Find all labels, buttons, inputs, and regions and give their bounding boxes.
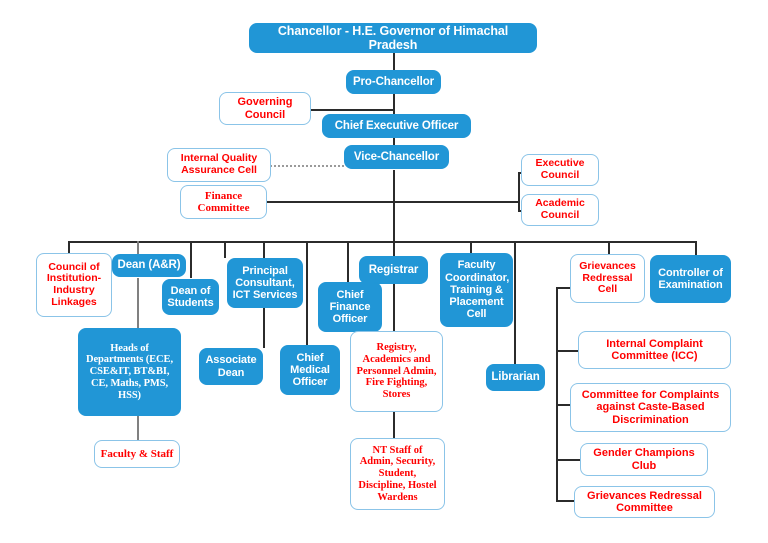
node-chancellor[interactable]: Chancellor - H.E. Governor of Himachal P… [249,23,537,53]
node-librarian-label: Librarian [491,371,540,384]
node-gender-champions-club-label: Gender Champions Club [593,447,695,472]
node-chief-medical-officer-label: Chief Medical Officer [290,351,330,389]
connector-chancellor-prochancellor [393,52,395,72]
node-internal-complaint-committee-label: Internal Complaint Committee (ICC) [606,337,703,362]
node-registry-admin[interactable]: Registry, Academics and Personnel Admin,… [350,331,443,412]
node-chief-finance-officer-label: Chief Finance Officer [329,288,371,326]
connector-registry-ntstaff [393,412,395,438]
node-associate-dean[interactable]: Associate Dean [199,348,263,385]
node-iqac[interactable]: Internal Quality Assurance Cell [167,148,271,182]
node-vice-chancellor-label: Vice-Chancellor [353,150,440,163]
node-pro-chancellor-label: Pro-Chancellor [352,75,435,88]
connector-vc-trunk [393,170,395,242]
node-committee-caste[interactable]: Committee for Complaints against Caste-B… [570,383,731,432]
node-finance-committee-label: Finance Committee [197,189,250,214]
node-gender-champions-club[interactable]: Gender Champions Club [580,443,708,476]
connector-grievance-to-cell [556,287,574,289]
connector-iqac-dotted [270,165,344,167]
connector-prochancellor-ceo [393,93,395,114]
node-dean-students-label: Dean of Students [167,284,214,309]
node-grievances-redressal-committee[interactable]: Grievances Redressal Committee [574,486,715,518]
connector-finance-bus [266,201,520,203]
node-grievances-redressal-cell[interactable]: Grievances Redressal Cell [570,254,645,303]
node-dean-ar[interactable]: Dean (A&R) [112,254,186,277]
node-faculty-staff[interactable]: Faculty & Staff [94,440,180,468]
drop-controller-examination [695,241,697,255]
node-iqac-label: Internal Quality Assurance Cell [180,152,258,176]
drop-grievances-cell [608,241,610,254]
node-finance-committee[interactable]: Finance Committee [180,185,267,219]
node-pro-chancellor[interactable]: Pro-Chancellor [346,70,441,94]
drop-chief-finance-officer [347,241,349,282]
node-faculty-coordinator-label: Faculty Coordinator, Training & Placemen… [445,259,510,321]
node-chief-finance-officer[interactable]: Chief Finance Officer [318,282,382,332]
node-principal-consultant-label: Principal Consultant, ICT Services [232,264,298,302]
node-chancellor-label: Chancellor - H.E. Governor of Himachal P… [277,24,509,52]
drop-council-institution [68,241,70,253]
node-registry-admin-label: Registry, Academics and Personnel Admin,… [356,342,437,401]
node-internal-complaint-committee[interactable]: Internal Complaint Committee (ICC) [578,331,731,369]
node-council-institution-industry-label: Council of Institution-Industry Linkages [46,260,102,308]
node-dean-ar-label: Dean (A&R) [117,259,181,272]
drop-librarian [514,241,516,364]
node-dean-students[interactable]: Dean of Students [162,279,219,315]
node-controller-examination[interactable]: Controller of Examination [650,255,731,303]
node-vice-chancellor[interactable]: Vice-Chancellor [344,145,449,169]
connector-main-bus [68,241,696,243]
connector-grievance-to-icc [556,350,578,352]
drop-registrar [393,241,395,256]
drop-chief-medical-officer [306,241,308,345]
node-associate-dean-label: Associate Dean [205,354,257,379]
node-academic-council-label: Academic Council [535,197,585,221]
node-nt-staff[interactable]: NT Staff of Admin, Security, Student, Di… [350,438,445,510]
node-chief-medical-officer[interactable]: Chief Medical Officer [280,345,340,395]
connector-deanar-heads [137,278,139,328]
connector-grievance-to-gender [556,459,580,461]
node-governing-council-label: Governing Council [237,96,293,121]
node-executive-council-label: Executive Council [535,157,585,181]
node-faculty-coordinator[interactable]: Faculty Coordinator, Training & Placemen… [440,253,513,327]
connector-grievance-to-caste [556,404,578,406]
node-council-institution-industry[interactable]: Council of Institution-Industry Linkages [36,253,112,317]
drop-principal-consultant [224,241,226,258]
node-academic-council[interactable]: Academic Council [521,194,599,226]
node-heads-departments-label: Heads of Departments (ECE, CSE&IT, BT&BI… [86,342,173,401]
node-registrar-label: Registrar [368,263,419,276]
node-nt-staff-label: NT Staff of Admin, Security, Student, Di… [358,444,437,503]
node-heads-departments[interactable]: Heads of Departments (ECE, CSE&IT, BT&BI… [78,328,181,416]
connector-registrar-registry [393,284,395,331]
node-grievances-redressal-committee-label: Grievances Redressal Committee [587,489,702,514]
drop-dean-ar [137,241,139,254]
node-controller-examination-label: Controller of Examination [658,266,723,291]
connector-council-bracket [518,173,520,212]
node-executive-council[interactable]: Executive Council [521,154,599,186]
node-principal-consultant[interactable]: Principal Consultant, ICT Services [227,258,303,308]
node-grievances-redressal-cell-label: Grievances Redressal Cell [579,259,636,296]
node-governing-council[interactable]: Governing Council [219,92,311,125]
node-committee-caste-label: Committee for Complaints against Caste-B… [581,389,720,426]
node-librarian[interactable]: Librarian [486,364,545,391]
node-faculty-staff-label: Faculty & Staff [100,447,174,460]
connector-heads-facultystaff [137,416,139,440]
connector-grievance-to-committee [556,500,574,502]
connector-governing-council [310,109,395,111]
drop-faculty-coordinator [470,241,472,253]
connector-grievance-trunk [556,287,558,501]
node-ceo[interactable]: Chief Executive Officer [322,114,471,138]
node-registrar[interactable]: Registrar [359,256,428,284]
drop-dean-students [190,241,192,278]
node-ceo-label: Chief Executive Officer [334,119,459,132]
